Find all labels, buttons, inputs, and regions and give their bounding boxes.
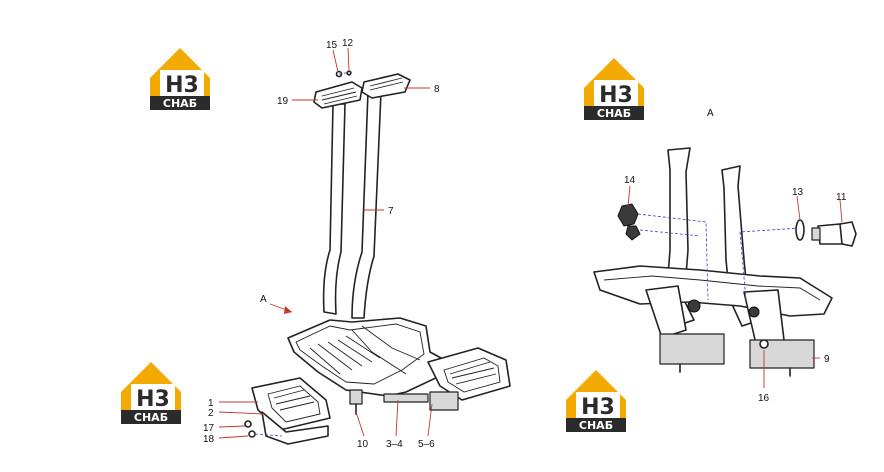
logo-bottom-right: H3 СНАБ: [566, 370, 626, 432]
logo-text-bottom: СНАБ: [163, 97, 197, 110]
callout-1: 1: [208, 398, 214, 409]
right-tube: [351, 91, 382, 319]
callout-2: 2: [208, 408, 214, 419]
detail-view-title: A: [707, 108, 714, 119]
callout-5-6: 5–6: [418, 439, 435, 450]
detail-base: [593, 265, 833, 317]
callout-12: 12: [342, 38, 354, 49]
nut-14: [617, 203, 639, 227]
washer-17: [244, 420, 252, 428]
logo-top-left: H3 СНАБ: [150, 48, 210, 110]
callout-14: 14: [624, 175, 636, 186]
leader-lines: [218, 47, 843, 439]
callout-16: 16: [758, 393, 770, 404]
logo-text-top: H3: [581, 395, 615, 420]
washer-13: [795, 219, 805, 241]
nut-left: [687, 299, 701, 313]
left-tube: [322, 103, 346, 315]
callout-9: 9: [824, 354, 830, 365]
callout-3-4: 3–4: [386, 439, 403, 450]
logo-text-bottom: СНАБ: [597, 107, 631, 120]
handle-19: [313, 81, 363, 109]
callout-8: 8: [434, 84, 440, 95]
bolt-10: [349, 389, 363, 405]
callout-18: 18: [203, 434, 215, 445]
logo-text-bottom: СНАБ: [134, 411, 168, 424]
block-left: [659, 333, 725, 365]
block-9: [749, 339, 815, 369]
callout-labels: 15 12 19 8 7 A 1 2 17 18 10 3–4 5–6 A 14…: [203, 38, 847, 450]
logo-bottom-left: H3 СНАБ: [121, 362, 181, 424]
detail-tube-left: [665, 147, 695, 327]
callout-19: 19: [277, 96, 289, 107]
callout-11: 11: [836, 192, 847, 203]
logo-text-top: H3: [165, 73, 199, 98]
part-16: [759, 339, 769, 349]
logo-text-top: H3: [136, 387, 170, 412]
callout-13: 13: [792, 187, 804, 198]
main-assembly: [244, 70, 511, 445]
callout-15: 15: [326, 40, 338, 51]
view-arrow-a-label: A: [260, 294, 267, 305]
callout-7: 7: [388, 206, 394, 217]
logo-top-right: H3 СНАБ: [584, 58, 644, 120]
logo-text-bottom: СНАБ: [579, 419, 613, 432]
screw-18: [248, 430, 256, 438]
callout-10: 10: [357, 439, 369, 450]
pedal-base: [287, 317, 453, 397]
callout-17: 17: [203, 423, 215, 434]
logo-text-top: H3: [599, 83, 633, 108]
left-pedal: [251, 377, 331, 431]
detail-view-a: [593, 147, 857, 377]
